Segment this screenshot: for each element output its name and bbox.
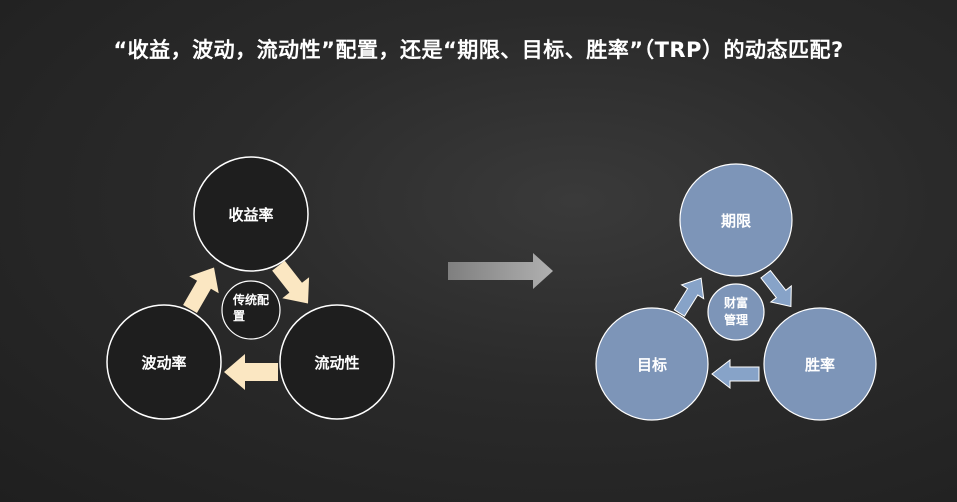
right-center-circle	[707, 283, 765, 341]
right-node-goal-label: 目标	[637, 356, 667, 374]
left-cycle: 收益率 流动性 波动率 传统配 置	[106, 156, 395, 420]
page-title: “收益，波动，流动性”配置，还是“期限、目标、胜率”（TRP）的动态匹配?	[113, 38, 844, 62]
left-node-liquidity	[279, 304, 395, 420]
right-center-label-line2: 管理	[724, 312, 748, 327]
left-center-circle	[221, 280, 281, 340]
right-node-term	[679, 163, 793, 277]
right-node-goal	[595, 307, 709, 421]
transition-arrow	[448, 253, 553, 289]
left-arrow-to-yield	[183, 267, 219, 314]
left-node-yield-label: 收益率	[228, 206, 273, 224]
left-node-liquidity-label: 流动性	[314, 354, 359, 372]
right-node-win-rate	[763, 307, 877, 421]
right-cycle: 期限 胜率 目标 财富 管理	[595, 163, 877, 421]
left-node-volatility	[106, 304, 222, 420]
left-arrow-to-volatility	[224, 354, 278, 390]
left-center-label-line2: 置	[233, 309, 245, 323]
right-arrow-to-goal	[711, 358, 760, 390]
right-node-term-label: 期限	[721, 212, 751, 230]
right-node-win-rate-label: 胜率	[805, 356, 835, 374]
left-center-label-line1: 传统配	[232, 292, 269, 307]
left-arrow-to-liquidity	[272, 260, 310, 304]
right-arrow-to-win-rate	[760, 269, 792, 308]
right-center-label-line1: 财富	[723, 295, 748, 310]
left-node-yield	[193, 156, 309, 272]
right-arrow-to-term	[673, 277, 705, 317]
left-node-volatility-label: 波动率	[141, 354, 186, 372]
